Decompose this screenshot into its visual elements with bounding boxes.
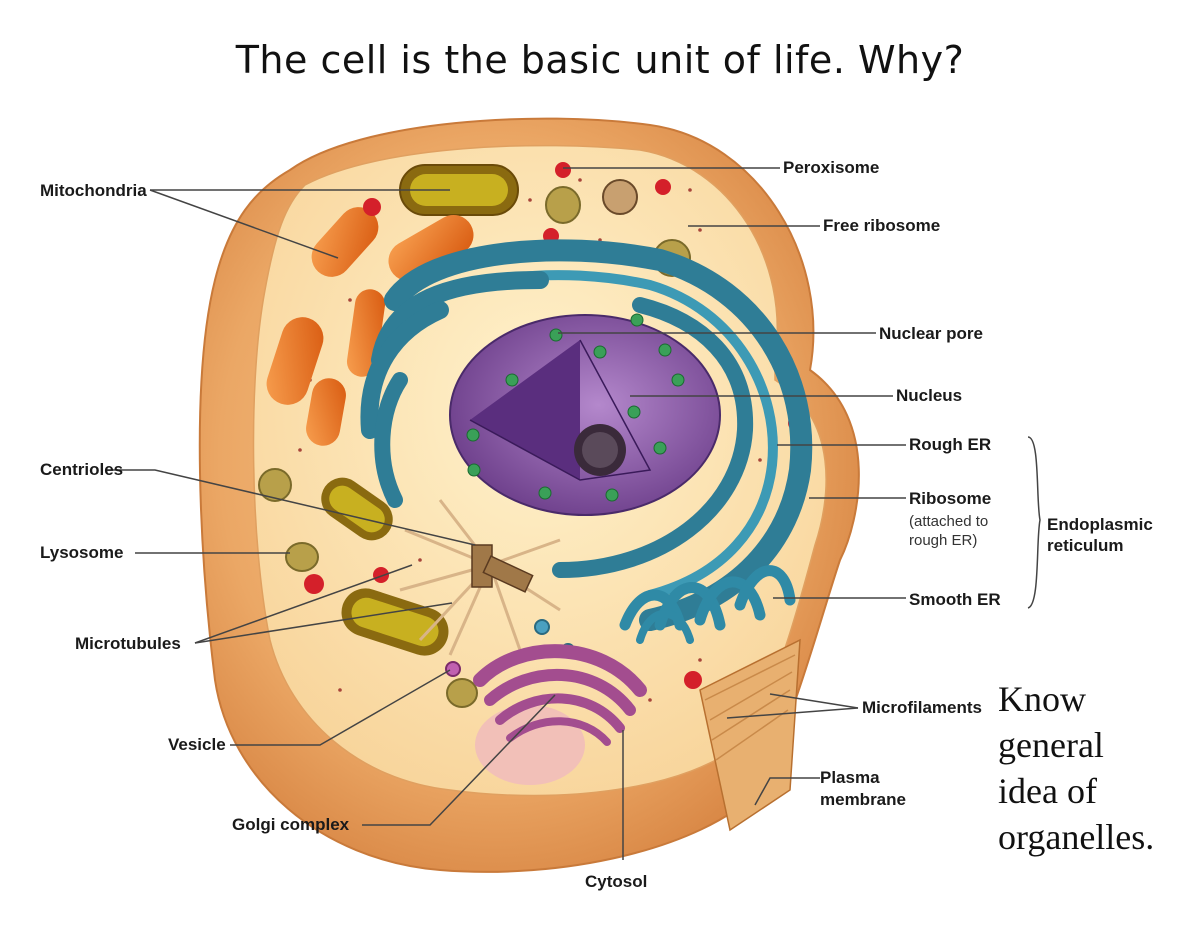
leader-lines [105, 167, 1041, 860]
label-nucleus: Nucleus [896, 386, 963, 405]
smooth-er-shape [619, 565, 796, 644]
label-lysosome: Lysosome [40, 543, 124, 562]
label-ribosome-note-2: rough ER) [909, 532, 978, 549]
label-peroxisome: Peroxisome [783, 158, 880, 177]
label-ribosome: Ribosome [909, 489, 992, 508]
label-free-ribosome: Free ribosome [823, 216, 941, 235]
label-endoplasmic: Endoplasmic [1047, 515, 1153, 534]
centrioles-shape [399, 499, 561, 656]
label-ribosome-note-1: (attached to [909, 513, 989, 530]
note-line: Know [998, 679, 1086, 719]
label-golgi-complex: Golgi complex [232, 815, 350, 834]
page-title: The cell is the basic unit of life. Why? [235, 38, 965, 82]
label-cytosol: Cytosol [585, 872, 648, 891]
note-line: idea of [998, 771, 1097, 811]
label-smooth-er: Smooth ER [909, 590, 1001, 609]
label-plasma: Plasma [820, 768, 880, 787]
label-nuclear-pore: Nuclear pore [879, 324, 983, 343]
label-rough-er: Rough ER [909, 435, 992, 454]
label-microfilaments: Microfilaments [862, 698, 982, 717]
golgi-shape [473, 644, 647, 785]
note-line: general [998, 725, 1104, 765]
label-membrane: membrane [820, 790, 906, 809]
nucleus-shape [449, 313, 721, 516]
note-line: organelles. [998, 817, 1155, 857]
label-microtubules: Microtubules [75, 634, 181, 653]
label-reticulum: reticulum [1047, 536, 1124, 555]
study-note: Know general idea of organelles. [998, 676, 1198, 860]
label-mitochondria: Mitochondria [40, 181, 147, 200]
rough-er-shape [360, 239, 813, 631]
label-vesicle: Vesicle [168, 735, 226, 754]
label-centrioles: Centrioles [40, 460, 124, 479]
